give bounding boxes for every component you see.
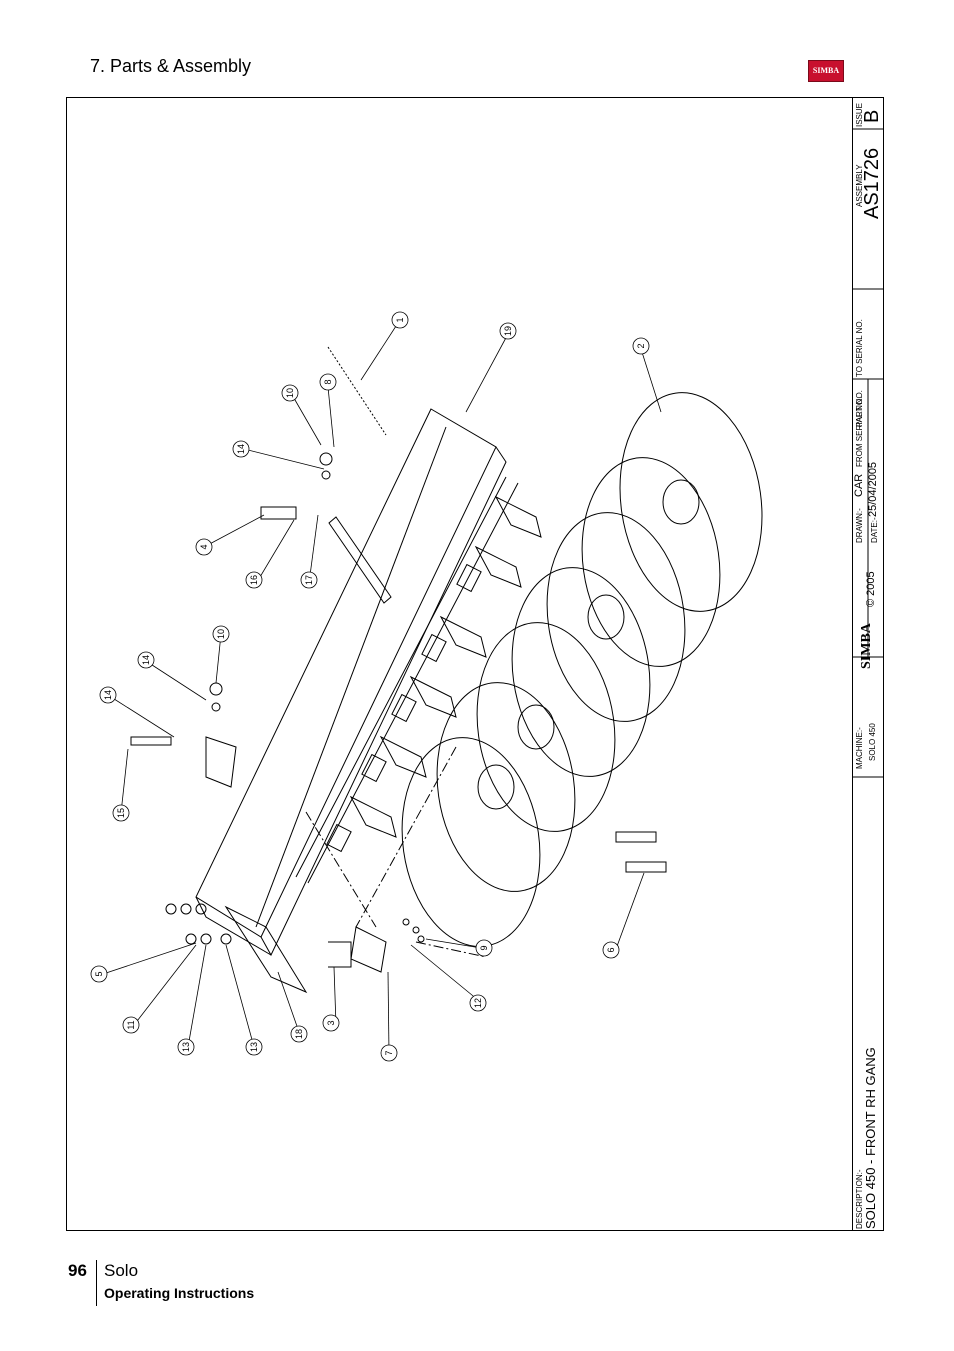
callout: 7 [384,1050,394,1055]
u-bolt-3 [328,941,352,968]
drawn-label: DRAWN:- [855,508,864,543]
callout: 19 [503,326,513,336]
callout: 14 [141,655,151,665]
callout: 2 [636,343,646,348]
callout: 14 [103,690,113,700]
issue-value: B [861,109,883,123]
callout: 18 [294,1029,304,1039]
book-title: Solo [104,1261,139,1280]
callout: 11 [126,1020,136,1029]
callout: 10 [285,388,295,398]
machine-value: SOLO 450 [868,723,877,761]
bolt-15 [130,736,172,746]
callout: 13 [181,1042,191,1052]
callout: 9 [479,945,489,950]
bolt-4 [260,506,297,520]
discs [401,392,763,947]
callout: 13 [249,1042,259,1052]
frame-beam [195,408,497,938]
simba-title-logo: SIMBA [859,623,874,669]
callout: 5 [94,971,104,976]
callout: 12 [473,998,483,1008]
part-no-label: PART NO. [855,390,864,427]
pivot-arm [328,516,392,604]
tine-18 [224,905,308,994]
copyright: © 2005 [865,571,877,607]
callout: 6 [606,947,616,952]
exploded-parts-drawing: 1 2 3 4 5 6 7 8 9 10 10 11 12 13 13 14 1… [90,311,763,1062]
drawn-value: CAR [853,473,865,497]
section-title: 7. Parts & Assembly [90,56,252,76]
to-serial-label: TO SERIAL NO. [855,319,864,377]
bolt-6b [625,861,667,873]
callout: 4 [199,544,209,549]
book-subtitle: Operating Instructions [104,1285,255,1301]
machine-label: MACHINE:- [855,727,864,769]
callout: 1 [395,317,405,322]
title-block: ISSUE B ASSEMBLY AS1726 TO SERIAL NO. FR… [852,97,884,1231]
footer-divider [96,1260,97,1306]
callout: 14 [236,444,246,454]
part-callouts: 1 2 3 4 5 6 7 8 9 10 10 11 12 13 13 14 1… [90,311,650,1062]
scraper-tines [349,495,542,838]
callout: 16 [249,575,259,585]
date-label: DATE:- [870,517,879,543]
callout: 8 [323,379,333,384]
mount-7 [350,926,387,973]
shaft-clamps [326,563,482,853]
drawing-frame [66,97,884,1231]
bolt-6a [615,831,657,843]
callout: 3 [326,1020,336,1025]
bracket [205,736,237,788]
description-value: SOLO 450 - FRONT RH GANG [863,1047,878,1229]
callout: 17 [304,575,314,585]
gang-shaft [295,476,519,884]
page-number: 96 [68,1261,87,1280]
callout: 10 [216,629,226,639]
assembly-value: AS1726 [861,147,883,219]
simba-logo: SIMBA [808,60,844,82]
callout: 15 [116,808,126,818]
date-value: 25/04/2005 [867,461,879,517]
